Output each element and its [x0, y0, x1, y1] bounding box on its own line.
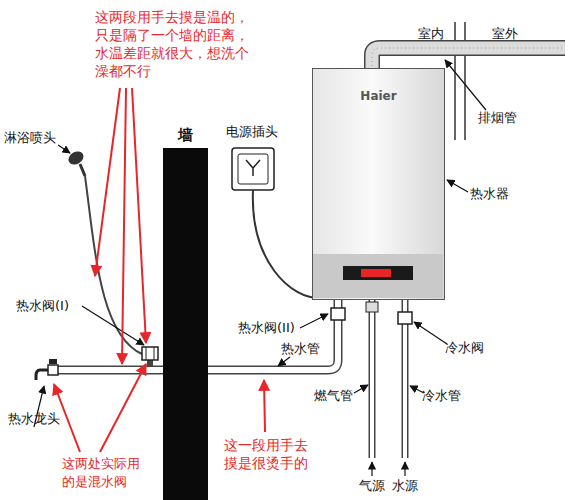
hot-valve — [331, 308, 345, 320]
annotation-note: 这两处实际用的是混水阀 — [62, 455, 146, 491]
outer-wall — [455, 22, 465, 140]
water-heater: Haier — [312, 68, 445, 300]
part-label: 热水龙头 — [8, 411, 60, 427]
display-digits — [361, 269, 391, 277]
region-label: 室内 — [418, 26, 444, 42]
leader-line — [34, 60, 486, 476]
annotation-arrow — [54, 88, 265, 452]
part-label: 热水管 — [281, 341, 320, 357]
part-label: 热水阀(II) — [238, 320, 295, 336]
source-label: 水源 — [392, 478, 418, 494]
source-label: 气源 — [359, 478, 385, 494]
part-label: 冷水阀 — [445, 340, 484, 356]
part-label: 淋浴喷头 — [4, 130, 56, 146]
wall: 墙 — [163, 126, 208, 500]
part-label: 电源插头 — [226, 124, 278, 140]
brand-name: Haier — [313, 69, 444, 103]
part-label: 热水器 — [470, 186, 509, 202]
annotation-note: 这一段用手去摸是很烫手的 — [224, 436, 312, 472]
annotation-note: 这两段用手去摸是温的，只是隔了一个墙的距离，水温差距就很大，想洗个澡都不行 — [95, 8, 255, 80]
shower-hose — [85, 176, 142, 354]
gas-pipe — [366, 300, 378, 458]
hot-faucet — [36, 359, 58, 380]
part-label: 冷水管 — [422, 388, 461, 404]
region-label: 室外 — [492, 26, 518, 42]
exhaust-pipe — [372, 48, 565, 70]
hot-valve — [142, 347, 158, 360]
part-label: 热水阀(I) — [16, 298, 69, 314]
cold-water-pipe — [398, 300, 412, 458]
part-label: 排烟管 — [478, 110, 517, 126]
part-label: 燃气管 — [314, 388, 353, 404]
wall-body — [163, 148, 208, 500]
wall-label: 墙 — [163, 126, 208, 145]
power-socket — [232, 148, 274, 190]
